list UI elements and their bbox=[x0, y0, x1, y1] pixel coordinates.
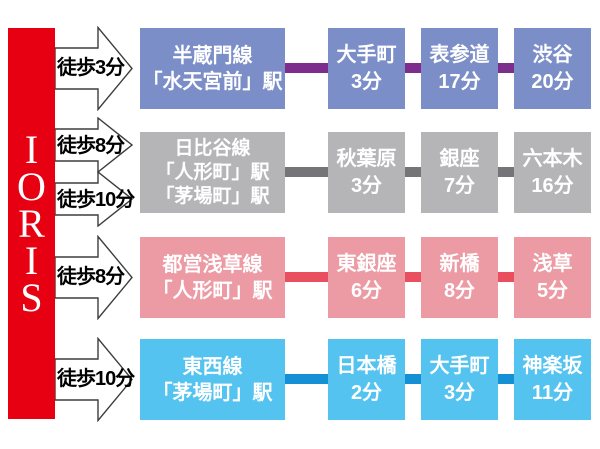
connector-line bbox=[285, 167, 328, 177]
station-name: 渋谷 bbox=[532, 43, 573, 66]
station-box: 大手町 3分 bbox=[421, 339, 498, 420]
walk-arrow-icon bbox=[54, 337, 133, 422]
line-station-box: 日比谷線 「人形町」駅 「茅場町」駅 bbox=[140, 132, 285, 213]
station-name: 神楽坂 bbox=[522, 354, 583, 377]
travel-time: 2分 bbox=[350, 381, 383, 404]
travel-time: 3分 bbox=[350, 70, 383, 93]
station-box: 表参道 17分 bbox=[421, 28, 498, 109]
line-name: 都営浅草線 bbox=[162, 253, 263, 276]
station-name: 秋葉原 bbox=[336, 147, 397, 170]
travel-time: 16分 bbox=[531, 174, 574, 197]
line-name: 日比谷線 bbox=[174, 137, 251, 159]
station-name: 浅草 bbox=[532, 252, 573, 275]
access-row-asakusa: 徒歩8分 都営浅草線 「人形町」駅 東銀座 6分 新橋 8分 浅草 5分 bbox=[0, 235, 600, 320]
line-station: 「茅場町」駅 bbox=[152, 381, 273, 404]
walk-time-label: 徒歩10分 bbox=[57, 189, 135, 211]
station-box: 大手町 3分 bbox=[328, 28, 405, 109]
line-station: 「茅場町」駅 bbox=[155, 185, 270, 207]
travel-time: 11分 bbox=[531, 381, 574, 404]
station-name: 銀座 bbox=[439, 147, 480, 170]
travel-time: 7分 bbox=[443, 174, 476, 197]
station-box: 渋谷 20分 bbox=[514, 28, 591, 109]
walk-time-label: 徒歩8分 bbox=[57, 135, 125, 157]
connector-line bbox=[405, 63, 421, 73]
travel-time: 20分 bbox=[531, 70, 574, 93]
line-name: 半蔵門線 bbox=[172, 44, 253, 67]
travel-time: 17分 bbox=[438, 70, 481, 93]
station-name: 新橋 bbox=[439, 252, 480, 275]
station-name: 表参道 bbox=[429, 43, 490, 66]
connector-line bbox=[498, 167, 514, 177]
station-box: 日本橋 2分 bbox=[328, 339, 405, 420]
walk-time-label: 徒歩10分 bbox=[57, 368, 135, 390]
connector-line bbox=[405, 374, 421, 384]
walk-arrow-icon bbox=[54, 117, 133, 173]
access-row-hanzomon: 徒歩3分 半蔵門線 「水天宮前」駅 大手町 3分 表参道 17分 渋谷 20分 bbox=[0, 26, 600, 111]
line-name: 東西線 bbox=[182, 355, 243, 378]
travel-time: 5分 bbox=[536, 279, 569, 302]
connector-line bbox=[285, 63, 328, 73]
connector-line bbox=[285, 374, 328, 384]
travel-time: 3分 bbox=[443, 381, 476, 404]
connector-line bbox=[498, 374, 514, 384]
station-name: 東銀座 bbox=[336, 252, 397, 275]
station-name: 大手町 bbox=[429, 354, 490, 377]
line-station-box: 東西線 「茅場町」駅 bbox=[140, 339, 285, 420]
connector-line bbox=[285, 272, 328, 282]
station-box: 東銀座 6分 bbox=[328, 237, 405, 318]
line-station: 「水天宮前」駅 bbox=[142, 70, 283, 93]
walk-arrow-icon bbox=[54, 235, 133, 320]
station-box: 神楽坂 11分 bbox=[514, 339, 591, 420]
connector-line bbox=[498, 272, 514, 282]
connector-line bbox=[498, 63, 514, 73]
connector-line bbox=[405, 167, 421, 177]
station-box: 秋葉原 3分 bbox=[328, 132, 405, 213]
station-box: 新橋 8分 bbox=[421, 237, 498, 318]
walk-arrow-icon bbox=[54, 171, 133, 227]
line-station-box: 都営浅草線 「人形町」駅 bbox=[140, 237, 285, 318]
travel-time: 8分 bbox=[443, 279, 476, 302]
line-station-box: 半蔵門線 「水天宮前」駅 bbox=[140, 28, 285, 109]
walk-time-label: 徒歩3分 bbox=[57, 57, 125, 79]
access-row-tozai: 徒歩10分 東西線 「茅場町」駅 日本橋 2分 大手町 3分 神楽坂 11分 bbox=[0, 337, 600, 422]
access-row-hibiya: 徒歩8分 徒歩10分 日比谷線 「人形町」駅 「茅場町」駅 秋葉原 3分 銀座 … bbox=[0, 117, 600, 227]
station-box: 六本木 16分 bbox=[514, 132, 591, 213]
line-station: 「人形町」駅 bbox=[155, 161, 270, 183]
walk-arrow-icon bbox=[54, 26, 133, 111]
connector-line bbox=[405, 272, 421, 282]
station-box: 浅草 5分 bbox=[514, 237, 591, 318]
station-box: 銀座 7分 bbox=[421, 132, 498, 213]
walk-time-label: 徒歩8分 bbox=[57, 266, 125, 288]
station-name: 日本橋 bbox=[336, 354, 397, 377]
station-name: 六本木 bbox=[522, 147, 583, 170]
station-name: 大手町 bbox=[336, 43, 397, 66]
travel-time: 3分 bbox=[350, 174, 383, 197]
travel-time: 6分 bbox=[350, 279, 383, 302]
line-station: 「人形町」駅 bbox=[152, 279, 273, 302]
